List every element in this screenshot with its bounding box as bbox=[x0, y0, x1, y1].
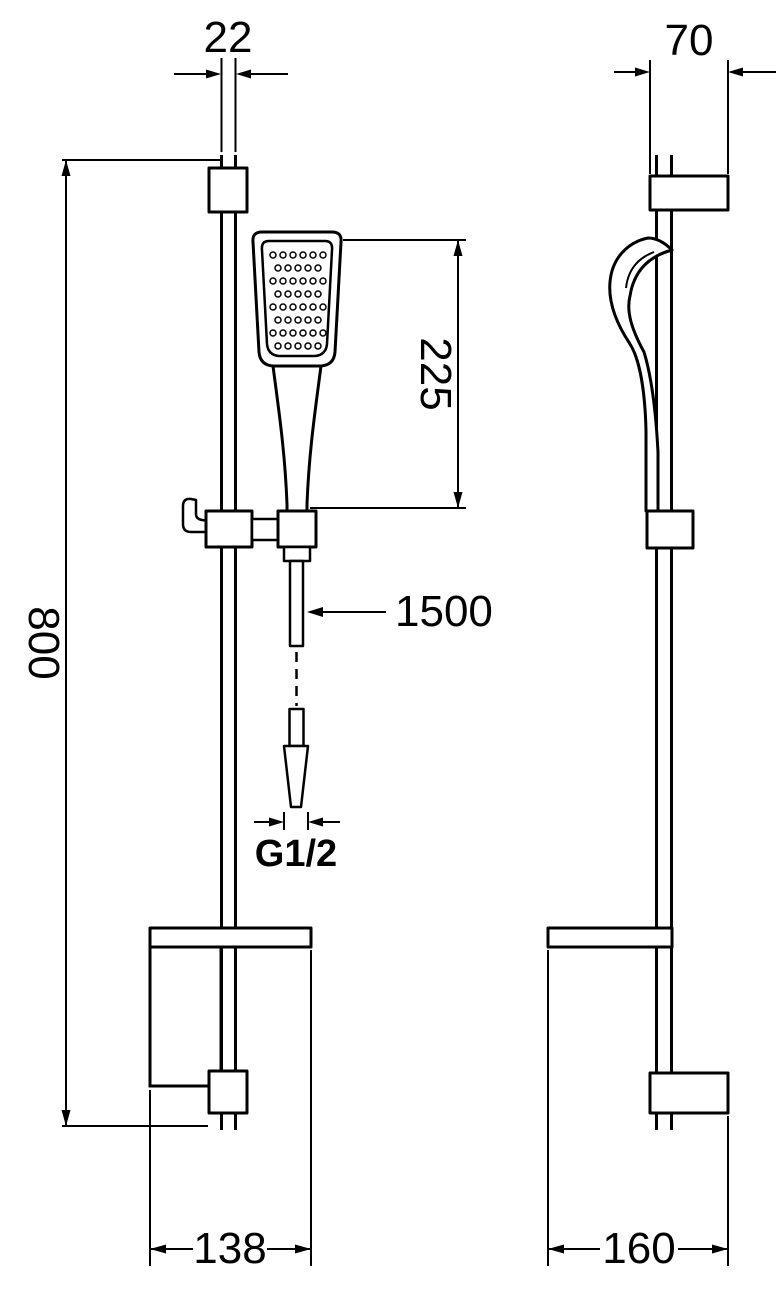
slider-lock-lever bbox=[181, 497, 212, 534]
dim-thread-size: G1/2 bbox=[254, 812, 340, 875]
spray-nozzle-dot bbox=[304, 290, 312, 298]
arrowhead bbox=[635, 67, 650, 77]
spray-nozzle-dot bbox=[314, 342, 322, 350]
slider-block bbox=[204, 509, 254, 549]
dimension-label: 800 bbox=[19, 606, 68, 679]
arrowhead bbox=[728, 67, 743, 77]
bottom-wall-bracket bbox=[648, 1071, 730, 1115]
dim-rail-width: 22 bbox=[174, 13, 288, 152]
hand-shower-profile-detail bbox=[625, 251, 655, 289]
spray-nozzle-dot bbox=[294, 290, 302, 298]
arrowhead bbox=[236, 69, 251, 79]
spray-nozzle-dot bbox=[269, 303, 277, 311]
spray-nozzle-dot bbox=[279, 277, 287, 285]
arrowhead bbox=[453, 492, 463, 508]
spray-nozzle-dot bbox=[309, 303, 317, 311]
arrowhead bbox=[150, 1244, 166, 1254]
spray-nozzle-dot bbox=[269, 251, 277, 259]
arrowhead bbox=[269, 817, 284, 827]
arrowhead bbox=[712, 1244, 728, 1254]
front-view bbox=[148, 155, 343, 1130]
handle-holder bbox=[276, 509, 318, 549]
soap-dish bbox=[148, 947, 223, 1088]
spray-nozzle-dot bbox=[304, 264, 312, 272]
spray-nozzle-dot bbox=[319, 329, 327, 337]
spray-nozzle-dot bbox=[299, 251, 307, 259]
spray-nozzle-dot bbox=[309, 277, 317, 285]
top-wall-bracket bbox=[648, 174, 730, 212]
spray-nozzle-dot bbox=[284, 316, 292, 324]
hand-shower-profile bbox=[608, 236, 674, 513]
dimension-label: G1/2 bbox=[255, 833, 337, 875]
dim-hose-length: 1500 bbox=[307, 587, 493, 636]
dimension-label: 160 bbox=[602, 1224, 675, 1273]
spray-nozzle-dot bbox=[279, 303, 287, 311]
dim-shelf-depth: 160 bbox=[547, 950, 729, 1273]
spray-nozzle-dot bbox=[319, 303, 327, 311]
spray-nozzle-dot bbox=[294, 342, 302, 350]
dimensions: 22 70 225 800 bbox=[19, 13, 776, 1273]
spray-nozzle-dot bbox=[279, 329, 287, 337]
spray-nozzle-dot bbox=[314, 290, 322, 298]
hose bbox=[288, 559, 305, 648]
spray-nozzle-dot bbox=[319, 251, 327, 259]
hose-collar bbox=[282, 545, 312, 563]
spray-nozzle-dot bbox=[269, 277, 277, 285]
arrowhead bbox=[61, 160, 71, 176]
spray-nozzle-dot bbox=[304, 342, 312, 350]
spray-nozzle-dot bbox=[279, 251, 287, 259]
dim-shelf-width: 138 bbox=[149, 950, 312, 1273]
spray-nozzle-dot bbox=[319, 277, 327, 285]
spray-dots bbox=[269, 251, 327, 350]
spray-nozzle-dot bbox=[289, 251, 297, 259]
dim-rail-length: 800 bbox=[19, 159, 220, 1127]
spray-nozzle-dot bbox=[299, 277, 307, 285]
spray-nozzle-dot bbox=[309, 251, 317, 259]
spray-nozzle-dot bbox=[299, 329, 307, 337]
hose-connector bbox=[288, 707, 305, 748]
arrowhead bbox=[453, 240, 463, 256]
dim-bracket-depth: 70 bbox=[614, 16, 776, 174]
spray-nozzle-dot bbox=[289, 329, 297, 337]
top-wall-bracket bbox=[207, 166, 249, 214]
soap-shelf bbox=[546, 926, 674, 949]
slider-link bbox=[250, 517, 280, 542]
arrowhead bbox=[206, 69, 221, 79]
arrowhead bbox=[61, 1110, 71, 1126]
spray-nozzle-dot bbox=[274, 264, 282, 272]
bottom-wall-bracket bbox=[207, 1069, 249, 1115]
spray-nozzle-dot bbox=[304, 316, 312, 324]
dim-hand-shower-length: 225 bbox=[310, 239, 466, 509]
dimension-label: 1500 bbox=[395, 587, 493, 636]
dimension-label: 22 bbox=[204, 13, 253, 62]
dimension-label: 225 bbox=[411, 337, 460, 410]
spray-nozzle-dot bbox=[289, 277, 297, 285]
spray-nozzle-dot bbox=[294, 316, 302, 324]
hand-shower-handle bbox=[271, 364, 323, 514]
spray-nozzle-dot bbox=[314, 264, 322, 272]
spray-nozzle-dot bbox=[294, 264, 302, 272]
spray-nozzle-dot bbox=[274, 342, 282, 350]
spray-nozzle-dot bbox=[299, 303, 307, 311]
spray-nozzle-dot bbox=[274, 316, 282, 324]
side-view bbox=[546, 155, 730, 1130]
arrowhead bbox=[307, 607, 323, 617]
spray-nozzle-dot bbox=[289, 303, 297, 311]
spray-nozzle-dot bbox=[284, 290, 292, 298]
slider-block bbox=[645, 509, 695, 550]
arrowhead bbox=[548, 1244, 564, 1254]
spray-nozzle-dot bbox=[269, 329, 277, 337]
spray-nozzle-dot bbox=[309, 329, 317, 337]
soap-shelf bbox=[148, 926, 313, 949]
spray-nozzle-dot bbox=[274, 290, 282, 298]
dimension-label: 70 bbox=[665, 16, 714, 65]
arrowhead bbox=[308, 817, 323, 827]
dimension-label: 138 bbox=[193, 1224, 266, 1273]
arrowhead bbox=[295, 1244, 311, 1254]
hose-cone-nut bbox=[282, 744, 310, 809]
spray-nozzle-dot bbox=[284, 342, 292, 350]
spray-nozzle-dot bbox=[314, 316, 322, 324]
spray-nozzle-dot bbox=[284, 264, 292, 272]
